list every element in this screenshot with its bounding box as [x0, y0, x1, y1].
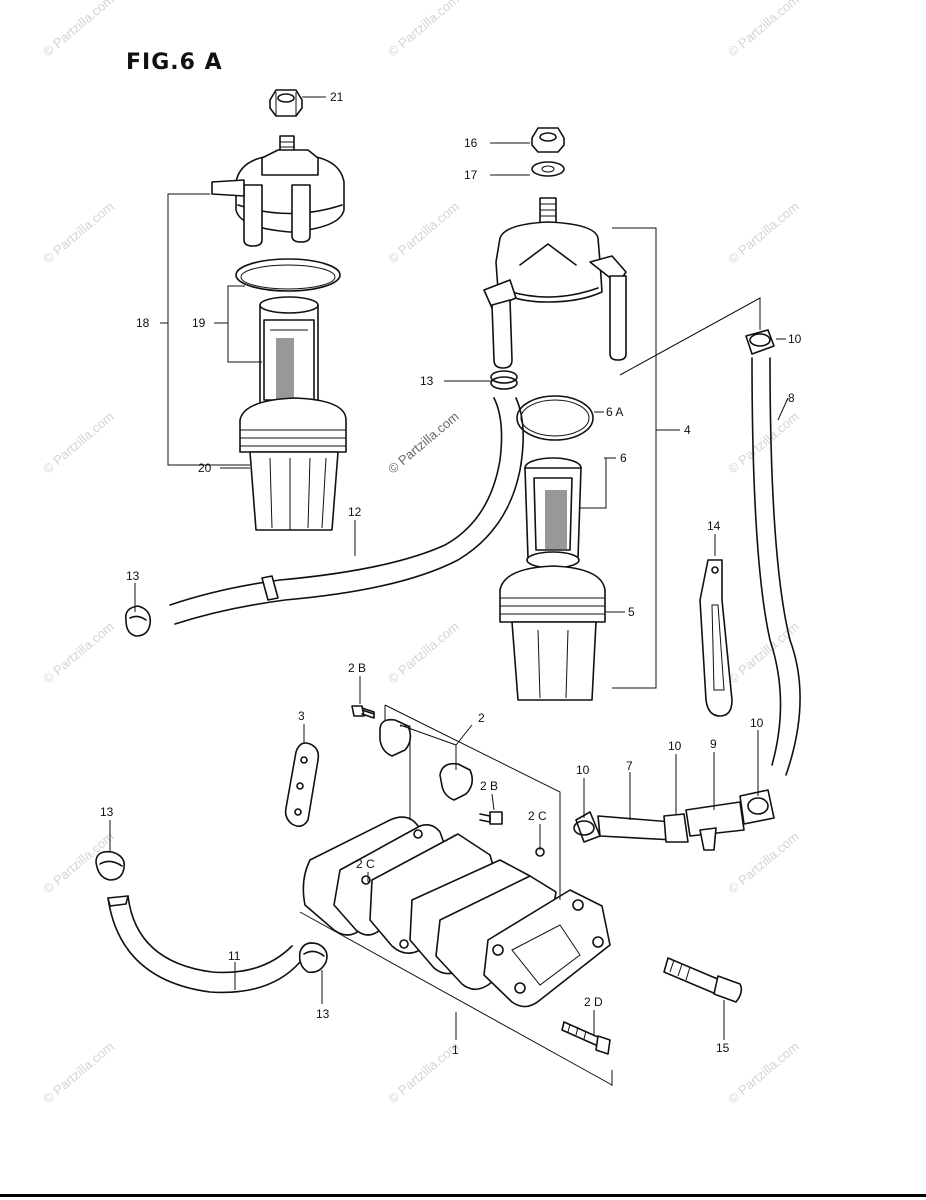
callout-2c-left: 2 C [356, 857, 375, 871]
callout-13-bottom: 13 [316, 1007, 330, 1021]
callout-14: 14 [707, 519, 721, 533]
callout-18: 18 [136, 316, 150, 330]
filter-element-left [259, 296, 319, 411]
callout-12: 12 [348, 505, 362, 519]
nut-16 [531, 127, 565, 153]
hose-clamp-13-mid [490, 370, 518, 390]
callout-10-b: 10 [668, 739, 682, 753]
hose-clamp-10-top [745, 329, 775, 355]
callout-4: 4 [684, 423, 691, 437]
gasket-3 [284, 742, 320, 828]
callout-2b-top: 2 B [348, 661, 366, 675]
callout-13-mid: 13 [420, 374, 434, 388]
bottom-rule [0, 1194, 926, 1197]
callout-2c-right: 2 C [528, 809, 547, 823]
callout-17: 17 [464, 168, 478, 182]
callout-2b: 2 B [480, 779, 498, 793]
callouts: 21 16 17 18 19 20 12 13 13 6 A 6 5 4 10 … [100, 90, 802, 1057]
retaining-strap-14 [699, 559, 733, 717]
o-ring-19 [235, 258, 341, 292]
callout-6a: 6 A [606, 405, 623, 419]
callout-8: 8 [788, 391, 795, 405]
hose-11 [107, 897, 301, 994]
callout-3: 3 [298, 709, 305, 723]
callout-1: 1 [452, 1043, 459, 1057]
callout-2d: 2 D [584, 995, 603, 1009]
nut-21 [269, 89, 303, 117]
callout-21: 21 [330, 90, 344, 104]
washer-17 [531, 161, 565, 177]
callout-16: 16 [464, 136, 478, 150]
callout-13-lower: 13 [100, 805, 114, 819]
callout-2: 2 [478, 711, 485, 725]
hose-clamp-13-left [124, 605, 152, 637]
hose-clamp-13-bottom [298, 942, 328, 974]
screw-2b-top [351, 705, 375, 717]
callout-20: 20 [198, 461, 212, 475]
callout-10-a: 10 [576, 763, 590, 777]
figure-title: FIG.6 A [126, 50, 223, 75]
callout-5: 5 [628, 605, 635, 619]
callout-7: 7 [626, 759, 633, 773]
fuel-pump-assembly [299, 704, 613, 1086]
callout-15: 15 [716, 1041, 730, 1055]
hose-clamp-13-lower [95, 850, 126, 881]
filter-cap-left [211, 135, 345, 247]
bolt-15 [663, 957, 743, 1003]
filter-element-right [524, 457, 582, 569]
callout-19: 19 [192, 316, 206, 330]
hose-8 [751, 357, 782, 766]
pump-cover [483, 889, 611, 1008]
callout-11: 11 [228, 949, 241, 963]
check-valve-2-lower [439, 762, 474, 801]
callout-10-top: 10 [788, 332, 802, 346]
leader-lines [109, 96, 789, 1040]
screw-2d [561, 1021, 611, 1055]
callout-9: 9 [710, 737, 717, 751]
filter-bowl-right [499, 565, 606, 701]
filter-bowl-left [239, 397, 347, 531]
o-ring-6a [516, 395, 594, 441]
callout-10-c: 10 [750, 716, 764, 730]
hose-12 [169, 397, 503, 606]
filter-assembly-left [211, 89, 347, 531]
callout-6: 6 [620, 451, 627, 465]
screw-2b [489, 811, 503, 825]
filter-cap-right [483, 197, 627, 369]
hose-7-assembly [573, 789, 775, 851]
callout-13-left: 13 [126, 569, 140, 583]
filter-assembly-right [483, 127, 627, 701]
check-valve-2-upper [379, 718, 412, 757]
